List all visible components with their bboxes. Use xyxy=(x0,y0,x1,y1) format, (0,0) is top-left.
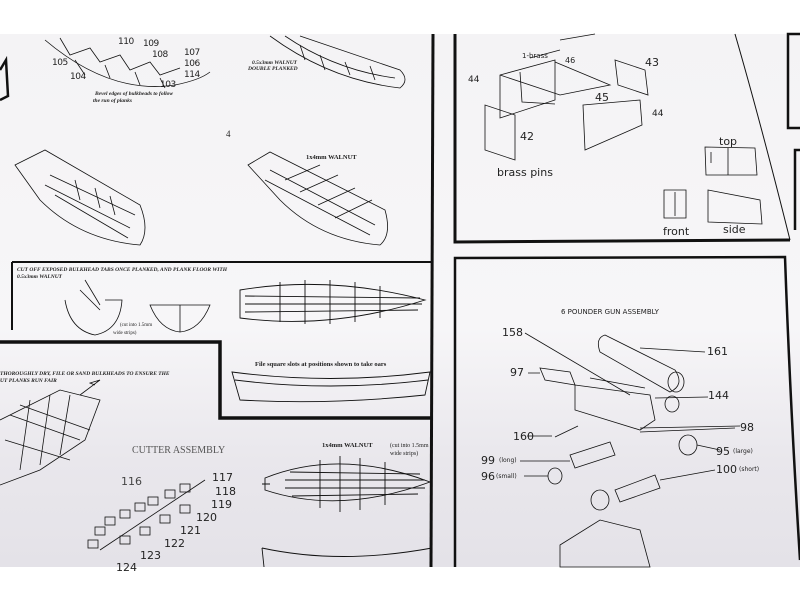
cutter-frame-lattice xyxy=(0,379,101,486)
bulkhead-label: 110 xyxy=(118,37,134,47)
view-front-label: front xyxy=(663,225,690,238)
left-edge-box xyxy=(0,55,10,102)
cutter-assembly-title: CUTTER ASSEMBLY xyxy=(132,445,226,456)
part-97-label: 97 xyxy=(510,366,524,379)
cutter-label: 119 xyxy=(211,498,232,511)
brass-pins-label: brass pins xyxy=(497,166,553,179)
walnut-double-note: 0.5x3mm WALNUT xyxy=(252,60,298,66)
cut-strips-note: (cut into 1.5mm xyxy=(390,443,429,449)
cutter-label: 120 xyxy=(196,511,217,524)
cutter-top-view xyxy=(262,456,432,512)
part-96-note: (small) xyxy=(496,473,517,480)
bulkhead-hull-drawing xyxy=(44,37,211,89)
cut-off-panel-border xyxy=(11,261,431,330)
panel-divider-right xyxy=(453,34,791,244)
bevel-note: the run of planks xyxy=(93,98,132,104)
part-158-label: 158 xyxy=(502,326,523,339)
cut-strips-note: wide strips) xyxy=(390,451,419,457)
gun-assembly-title: 6 POUNDER GUN ASSEMBLY xyxy=(561,308,659,316)
hull-open-left xyxy=(14,149,146,246)
part-46-label: 46 xyxy=(565,56,576,65)
planked-hull-top-right xyxy=(269,35,406,89)
part-100-label: 100 xyxy=(716,463,737,476)
bulkhead-label: 104 xyxy=(70,72,86,82)
part-42-label: 42 xyxy=(520,130,534,143)
part-160-label: 160 xyxy=(513,430,534,443)
gun-assembly-drawing xyxy=(520,332,741,568)
dry-note: THOROUGHLY DRY, FILE OR SAND BULKHEADS T… xyxy=(0,371,170,377)
bulkhead-label: 105 xyxy=(52,58,68,68)
part-98-label: 98 xyxy=(740,421,754,434)
cut-off-note: 0.5x3mm WALNUT xyxy=(17,274,63,280)
cutter-bulkheads xyxy=(87,479,206,551)
cutter-label: 124 xyxy=(116,561,137,574)
part-95-note: (large) xyxy=(733,448,753,455)
page-number: 4 xyxy=(226,129,231,139)
cutter-label: 122 xyxy=(164,537,185,550)
cut-off-note: CUT OFF EXPOSED BULKHEAD TABS ONCE PLANK… xyxy=(17,267,228,273)
part-99-label: 99 xyxy=(481,454,495,467)
cut-strips-note: wide strips) xyxy=(113,331,137,336)
hull-side-view-oar-slots xyxy=(231,371,431,403)
box-assembly-drawing xyxy=(484,33,763,225)
dry-note: UT PLANKS RUN FAIR xyxy=(0,378,57,384)
panel-divider-left xyxy=(429,33,435,568)
bulkhead-label: 114 xyxy=(184,70,200,80)
part-45-label: 45 xyxy=(595,91,609,104)
bottom-hull-side xyxy=(261,547,433,568)
bevel-note: Bevel edges of bulkheads to follow xyxy=(95,91,174,97)
walnut-1x4-label: 1x4mm WALNUT xyxy=(306,154,357,161)
bulkhead-label: 109 xyxy=(143,39,159,49)
part-44-label: 44 xyxy=(652,109,664,119)
cutter-label: 118 xyxy=(215,485,236,498)
part-95-label: 95 xyxy=(716,445,730,458)
bulkhead-label: 108 xyxy=(152,50,168,60)
brass-label: 1-brass xyxy=(522,52,548,60)
box-panel-edge xyxy=(734,33,791,241)
cut-strips-note: (cut into 1.5mm xyxy=(120,323,153,328)
part-44-label: 44 xyxy=(468,75,480,85)
bulkhead-label: 107 xyxy=(184,48,200,58)
bulkhead-label: 103 xyxy=(160,80,176,90)
cross-section-drawings xyxy=(64,279,211,336)
file-slots-note: File square slots at positions shown to … xyxy=(255,361,387,368)
cutter-label: 121 xyxy=(180,524,201,537)
gun-panel-border xyxy=(453,255,800,567)
bulkhead-label: 106 xyxy=(184,59,200,69)
part-100-note: (short) xyxy=(739,466,760,473)
cutter-label: 117 xyxy=(212,471,233,484)
cutter-label: 116 xyxy=(121,475,142,488)
far-right-box xyxy=(786,32,800,230)
walnut-double-note: DOUBLE PLANKED xyxy=(248,66,298,72)
part-161-label: 161 xyxy=(707,345,728,358)
walnut-1x4-label: 1x4mm WALNUT xyxy=(322,442,373,449)
dry-panel-border xyxy=(0,340,431,420)
paper-sheet xyxy=(0,34,800,567)
hull-top-view xyxy=(239,280,427,324)
part-144-label: 144 xyxy=(708,389,729,402)
part-43-label: 43 xyxy=(645,56,659,69)
part-96-label: 96 xyxy=(481,470,495,483)
cutter-label: 123 xyxy=(140,549,161,562)
view-side-label: side xyxy=(723,223,746,236)
hull-thwarts-mid xyxy=(247,151,388,246)
part-99-note: (long) xyxy=(499,457,517,464)
view-top-label: top xyxy=(719,135,738,148)
